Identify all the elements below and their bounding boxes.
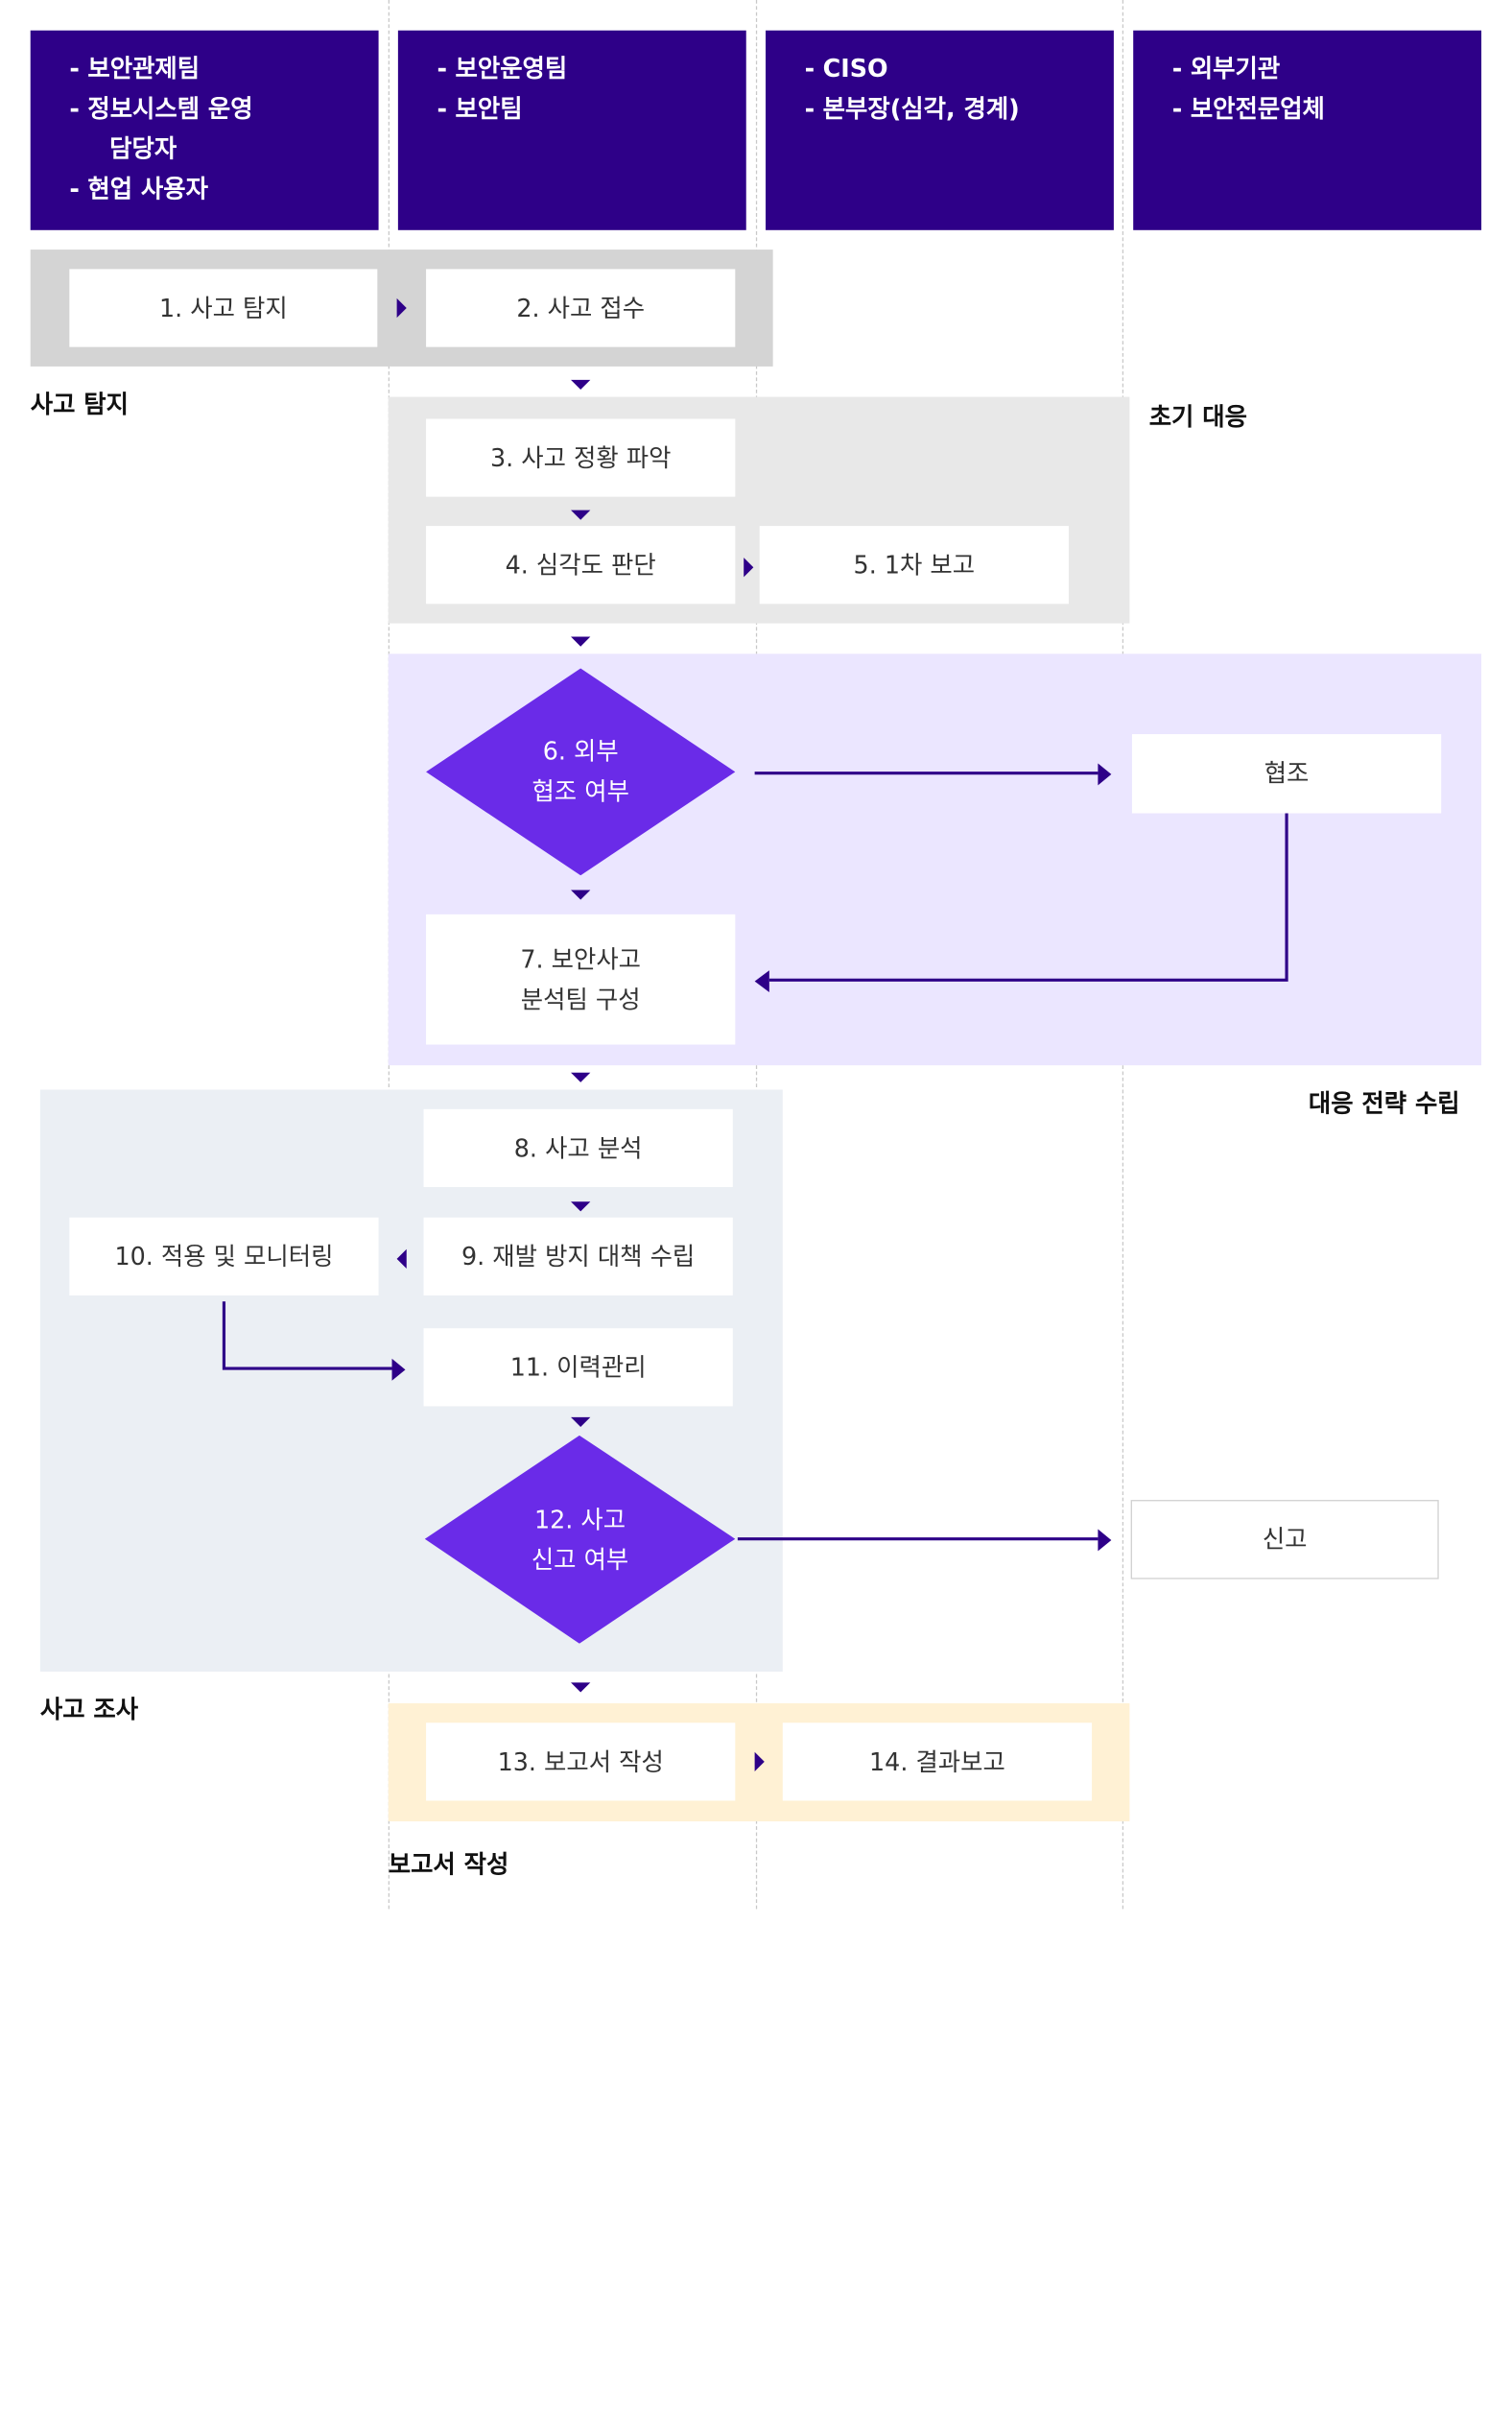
lane-item: CISO xyxy=(805,49,1090,89)
arrow-7-to-8 xyxy=(571,1072,591,1082)
lane-header-ciso: CISO 본부장(심각, 경계) xyxy=(766,30,1114,230)
arrow-11-to-12 xyxy=(571,1416,591,1427)
phase-label-investigation: 사고 조사 xyxy=(39,1695,139,1724)
arrow-12-to-notify xyxy=(1098,1529,1112,1552)
step-14-result-report: 14. 결과보고 xyxy=(782,1722,1093,1801)
step-6-decision-diamond xyxy=(426,668,736,876)
lane-item: 본부장(심각, 경계) xyxy=(805,89,1090,130)
step-13-write-report: 13. 보고서 작성 xyxy=(426,1722,736,1801)
step-5-first-report: 5. 1차 보고 xyxy=(759,526,1069,605)
step-12-line2: 신고 여부 xyxy=(531,1544,629,1574)
phase-label-detection: 사고 탐지 xyxy=(30,390,129,419)
lane-header-security-ops: 보안운영팀 보안팀 xyxy=(397,30,746,230)
lane-item: 정보시스템 운영 xyxy=(69,89,354,130)
step-3-situation-assessment: 3. 사고 정황 파악 xyxy=(426,418,736,497)
connector-lines xyxy=(222,772,1288,1541)
step-6-line2: 협조 여부 xyxy=(532,776,629,806)
arrow-9-to-10 xyxy=(396,1248,407,1270)
arrow-8-to-9 xyxy=(571,1201,591,1212)
step-10-apply-monitor: 10. 적용 및 모니터링 xyxy=(69,1217,379,1295)
lane-item: 보안전문업체 xyxy=(1172,89,1457,130)
step-1-incident-detection: 1. 사고 탐지 xyxy=(69,269,378,347)
step-9-prevention-plan: 9. 재발 방지 대책 수립 xyxy=(423,1217,733,1295)
arrow-3-to-4 xyxy=(571,510,591,520)
lane-header-external: 외부기관 보안전문업체 xyxy=(1133,30,1482,230)
step-7-analysis-team: 7. 보안사고 분석팀 구성 xyxy=(426,914,736,1045)
phase-label-initial-response: 초기 대응 xyxy=(1148,401,1247,432)
phase-label-strategy: 대응 전략 수립 xyxy=(1308,1088,1460,1118)
step-12-label: 12. 사고 신고 여부 xyxy=(425,1436,736,1644)
step-12-line1: 12. 사고 xyxy=(534,1504,626,1533)
lane-item: 보안팀 xyxy=(437,89,721,130)
step-8-incident-analysis: 8. 사고 분석 xyxy=(423,1108,733,1188)
lane-item: 외부기관 xyxy=(1172,49,1457,89)
lane-item: 현업 사용자 xyxy=(69,169,354,209)
arrow-4-to-6 xyxy=(571,636,591,647)
lane-header-monitoring: 보안관제팀 정보시스템 운영 담당자 현업 사용자 xyxy=(30,30,379,230)
lane-item: 보안운영팀 xyxy=(437,49,721,89)
cooperation-box: 협조 xyxy=(1131,734,1442,814)
lane-item: 보안관제팀 xyxy=(69,49,354,89)
arrow-10-to-11 xyxy=(391,1358,406,1381)
arrow-cooperation-to-7 xyxy=(754,970,769,993)
phase-label-report: 보고서 작성 xyxy=(388,1849,509,1879)
arrow-2-to-3 xyxy=(571,379,591,390)
step-12-decision-diamond xyxy=(424,1435,736,1644)
step-11-history-management: 11. 이력관리 xyxy=(423,1328,733,1407)
arrow-6-to-cooperation xyxy=(1098,763,1112,786)
step-7-line2: 분석팀 구성 xyxy=(520,984,641,1014)
arrow-13-to-14 xyxy=(754,1751,765,1772)
arrow-1-to-2 xyxy=(396,297,407,319)
step-6-line1: 6. 외부 xyxy=(542,736,619,767)
step-7-line1: 7. 보안사고 xyxy=(520,943,642,974)
notify-box: 신고 xyxy=(1130,1500,1439,1580)
step-6-label: 6. 외부 협조 여부 xyxy=(426,669,735,876)
lane-item-continued: 담당자 xyxy=(109,133,177,164)
arrow-6-to-7 xyxy=(571,890,591,900)
step-4-severity-judgement: 4. 심각도 판단 xyxy=(426,526,736,605)
arrow-12-to-13 xyxy=(571,1682,591,1693)
arrow-4-to-5 xyxy=(744,558,754,578)
step-2-incident-receipt: 2. 사고 접수 xyxy=(426,269,736,347)
